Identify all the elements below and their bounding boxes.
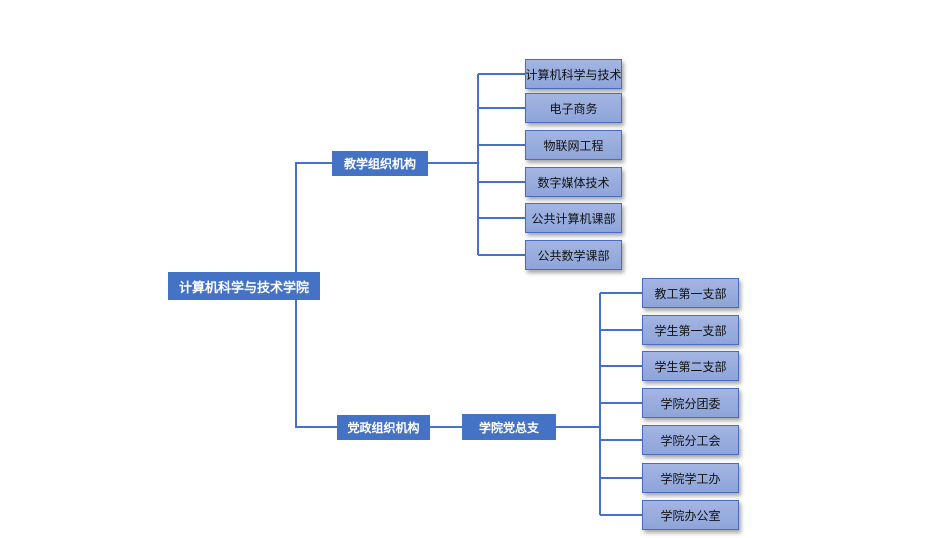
teaching-child-node: 数字媒体技术 <box>525 167 622 197</box>
party-child-node: 教工第一支部 <box>642 278 739 308</box>
party-branch-node: 学院党总支 <box>462 414 556 440</box>
party-child-node: 学院办公室 <box>642 500 739 530</box>
party-child-node: 学生第二支部 <box>642 351 739 381</box>
teaching-child-node: 电子商务 <box>525 93 622 123</box>
teaching-child-node: 公共计算机课部 <box>525 203 622 233</box>
root-node: 计算机科学与技术学院 <box>168 272 320 300</box>
party-child-node: 学院分工会 <box>642 425 739 455</box>
party-child-node: 学院分团委 <box>642 388 739 418</box>
party-child-node: 学院学工办 <box>642 463 739 493</box>
party-child-node: 学生第一支部 <box>642 315 739 345</box>
teaching-child-node: 公共数学课部 <box>525 240 622 270</box>
party-org-node: 党政组织机构 <box>337 415 430 440</box>
teaching-child-node: 物联网工程 <box>525 130 622 160</box>
teaching-org-node: 教学组织机构 <box>332 151 428 176</box>
teaching-child-node: 计算机科学与技术 <box>525 59 622 89</box>
